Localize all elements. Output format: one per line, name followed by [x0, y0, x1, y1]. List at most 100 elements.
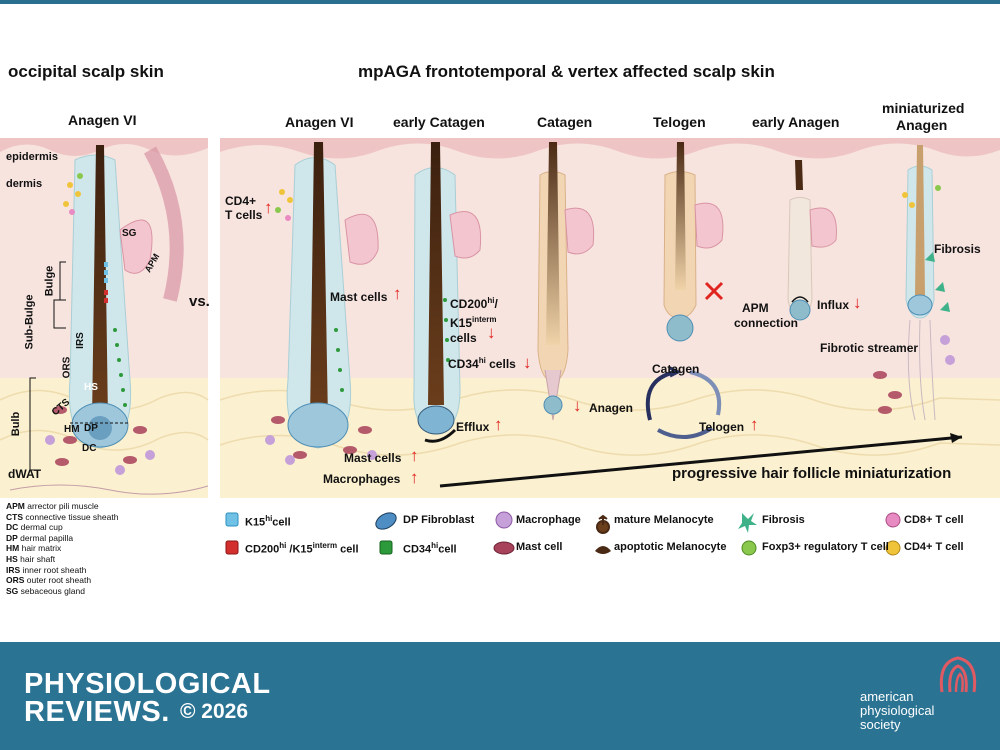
progressive-arrow [439, 433, 963, 488]
legend-cd34: CD34hicell [403, 541, 457, 556]
label-bulge: Bulge [43, 265, 56, 297]
k15-cell-icon [225, 512, 239, 527]
efflux-up-arrow: ↑ [494, 415, 503, 434]
right-early-catagen-follicle [413, 142, 482, 443]
journal-footer [0, 642, 1000, 750]
legend-apoptotic-melanocyte: apoptotic Melanocyte [614, 541, 727, 553]
legend-cd200: CD200hi /K15interm cell [245, 541, 359, 556]
label-sub-bulge: Sub-Bulge [23, 294, 36, 350]
label-fibrosis: Fibrosis [934, 242, 981, 256]
society-logo-icon [939, 656, 977, 693]
label-hm: HM [64, 424, 80, 435]
legend-dp-fibroblast: DP Fibroblast [403, 514, 475, 526]
legend-mast-cell: Mast cell [516, 541, 563, 553]
label-efflux: Efflux [456, 420, 490, 434]
mast-bottom-up-arrow: ↑ [410, 446, 419, 465]
macrophages-up-arrow: ↑ [410, 468, 419, 487]
legend-foxp3: Foxp3+ regulatory T cell [762, 541, 889, 553]
abbr-row: ORS outer root sheath [6, 575, 92, 586]
cycle-telogen-up-arrow: ↑ [750, 415, 759, 434]
hair-follicle-illustration [0, 138, 1000, 495]
label-cd4-tcells: CD4+T cells [225, 194, 263, 222]
mature-melanocyte-icon [596, 514, 611, 534]
right-anagen-follicle [265, 142, 379, 465]
stage-telogen: Telogen [653, 114, 706, 130]
abbr-row: SG sebaceous gland [6, 585, 85, 596]
influx-down-arrow: ↓ [853, 293, 862, 312]
cycle-label-anagen: Anagen [589, 401, 634, 415]
stage-left-anagen: Anagen VI [68, 112, 137, 128]
mast-cell-icon [493, 541, 515, 555]
copyright-text: © 2026 [180, 700, 249, 723]
label-dermis: dermis [6, 178, 43, 190]
abbr-row: APM arrector pili muscle [6, 501, 99, 511]
label-vs: vs. [189, 293, 210, 310]
stage-miniaturized-anagen: Anagen [896, 117, 948, 133]
legend-cd8: CD8+ T cell [904, 514, 964, 526]
legend-macrophage: Macrophage [516, 514, 581, 526]
label-macrophages: Macrophages [323, 472, 401, 486]
cycle-label-catagen: Catagen [652, 362, 700, 376]
label-cd34-cells: CD34hi cells [448, 356, 516, 371]
stage-early-catagen: early Catagen [393, 114, 485, 130]
society-name: american physiological society [860, 689, 935, 732]
apoptotic-melanocyte-icon [595, 546, 611, 554]
cycle-label-telogen: Telogen [699, 420, 745, 434]
left-anagen-follicle [45, 145, 184, 475]
left-region-brackets [29, 261, 66, 471]
legend-k15: K15hicell [245, 514, 291, 529]
journal-logo: PHYSIOLOGICAL REVIEWS. [24, 668, 271, 728]
right-tcell-cluster [275, 189, 293, 221]
label-cd200-k15-cells: CD200hi/ K15interm cells [450, 296, 498, 345]
cd34-down-arrow: ↓ [523, 353, 532, 372]
left-section-title: occipital scalp skin [8, 62, 164, 81]
macrophage-icon [495, 511, 513, 529]
cd200-cell-icon [225, 540, 239, 555]
label-bulb: Bulb [10, 411, 23, 437]
abbr-row: HM hair matrix [6, 543, 62, 554]
fibrosis-icon [738, 513, 757, 533]
right-epidermis-shape [220, 138, 1000, 159]
stage-anagen: Anagen VI [285, 114, 354, 130]
right-section-title: mpAGA frontotemporal & vertex affected s… [358, 62, 775, 81]
abbr-row: CTS connective tissue sheath [6, 511, 119, 522]
label-influx: Influx [817, 298, 849, 312]
left-sebaceous-gland [119, 219, 153, 274]
right-early-anagen-follicle [787, 160, 837, 321]
label-irs: IRS [74, 332, 86, 349]
stage-catagen: Catagen [537, 114, 593, 130]
right-miniaturized-follicle [873, 145, 955, 421]
label-progressive-miniaturization: progressive hair follicle miniaturizatio… [672, 465, 952, 482]
label-dwat: dWAT [8, 467, 42, 481]
label-dc: DC [82, 443, 97, 454]
mini-tcell-cluster [902, 185, 941, 208]
left-apm [143, 146, 184, 302]
stage-early-anagen: early Anagen [752, 114, 840, 130]
abbreviation-list: APM arrector pili muscle CTS connective … [6, 501, 118, 596]
top-accent-bar [0, 0, 1000, 4]
cd4-tcell-icon [885, 540, 901, 556]
abbr-row: DP dermal papilla [6, 532, 74, 543]
label-ors: ORS [61, 356, 73, 379]
abbr-row: DC dermal cup [6, 522, 63, 533]
label-epidermis: epidermis [6, 151, 58, 163]
legend-icons [225, 511, 901, 556]
right-telogen-follicle [663, 142, 724, 342]
right-catagen-follicle [537, 142, 595, 421]
label-mast-cells-bottom: Mast cells [344, 451, 402, 465]
mast-up-arrow: ↑ [393, 284, 402, 303]
dp-fibroblast-icon [375, 512, 397, 530]
cd4-up-arrow: ↑ [264, 198, 273, 217]
cd8-tcell-icon [885, 512, 901, 528]
foxp3-tcell-icon [741, 540, 757, 556]
label-dp: DP [84, 423, 98, 434]
legend-mature-melanocyte: mature Melanocyte [614, 514, 714, 526]
legend-fibrosis: Fibrosis [762, 514, 805, 526]
label-sg: SG [122, 228, 137, 239]
cycle-anagen-down-arrow: ↓ [573, 396, 582, 415]
hair-cycle-diagram [645, 366, 722, 439]
label-hs: HS [84, 382, 98, 393]
label-fibrotic-streamer: Fibrotic streamer [820, 341, 919, 355]
label-mast-cells-anagen: Mast cells [330, 290, 388, 304]
